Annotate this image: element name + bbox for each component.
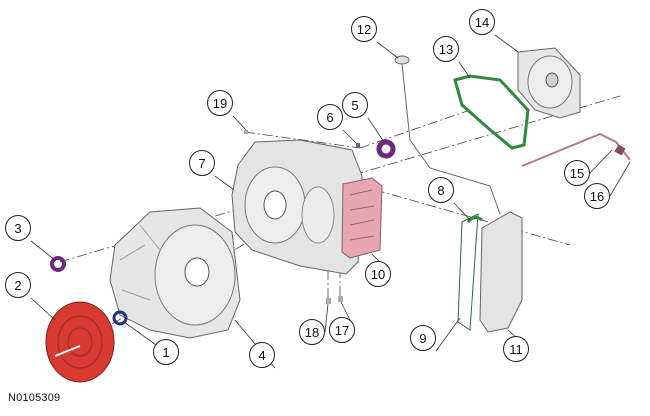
converter-housing xyxy=(109,207,241,339)
callout-number: 17 xyxy=(334,322,350,338)
seal-right-purple xyxy=(376,139,396,159)
callout-7: 7 xyxy=(189,150,215,176)
callout-number: 19 xyxy=(212,95,228,111)
callout-6: 6 xyxy=(317,104,343,130)
callout-number: 15 xyxy=(569,165,585,181)
callout-number: 5 xyxy=(351,97,359,113)
callout-number: 18 xyxy=(304,324,320,340)
callout-number: 8 xyxy=(437,182,445,198)
callout-3: 3 xyxy=(5,215,31,241)
callout-19: 19 xyxy=(207,90,233,116)
callout-11: 11 xyxy=(503,336,529,362)
callout-number: 14 xyxy=(474,14,490,30)
callout-number: 7 xyxy=(198,155,206,171)
callout-number: 3 xyxy=(14,220,22,236)
valve-body xyxy=(341,177,383,259)
callout-4: 4 xyxy=(249,342,275,368)
callout-1: 1 xyxy=(153,339,179,365)
seal-left-purple xyxy=(50,256,66,272)
bolt-19 xyxy=(244,130,248,134)
callout-number: 13 xyxy=(438,41,454,57)
callout-number: 9 xyxy=(419,330,427,346)
callout-number: 11 xyxy=(509,341,523,357)
transmission-case xyxy=(231,139,363,275)
callout-number: 4 xyxy=(258,347,266,363)
callout-number: 1 xyxy=(162,344,170,360)
dipstick xyxy=(394,55,501,215)
wiring-harness xyxy=(521,132,631,167)
callout-17: 17 xyxy=(329,317,355,343)
callout-18: 18 xyxy=(299,319,325,345)
oil-pan-group xyxy=(457,211,523,333)
callout-number: 2 xyxy=(14,277,22,293)
callout-16: 16 xyxy=(584,183,610,209)
callout-15: 15 xyxy=(564,160,590,186)
bolt-18 xyxy=(326,298,331,304)
seal-blue xyxy=(112,310,128,326)
bolt-17 xyxy=(338,296,343,302)
callout-number: 6 xyxy=(326,109,334,125)
cover-gasket xyxy=(453,74,530,150)
callout-12: 12 xyxy=(351,16,377,42)
callout-number: 12 xyxy=(356,21,372,37)
torque-converter xyxy=(45,301,115,383)
callout-8: 8 xyxy=(428,177,454,203)
side-cover xyxy=(517,47,581,119)
callout-5: 5 xyxy=(342,92,368,118)
callout-number: 10 xyxy=(370,266,386,282)
callout-10: 10 xyxy=(365,261,391,287)
callout-number: 16 xyxy=(589,188,605,204)
callout-9: 9 xyxy=(410,325,436,351)
callout-2: 2 xyxy=(5,272,31,298)
callout-14: 14 xyxy=(469,9,495,35)
callout-13: 13 xyxy=(433,36,459,62)
bolt-6 xyxy=(356,143,360,148)
figure-id-label: N0105309 xyxy=(8,392,61,404)
